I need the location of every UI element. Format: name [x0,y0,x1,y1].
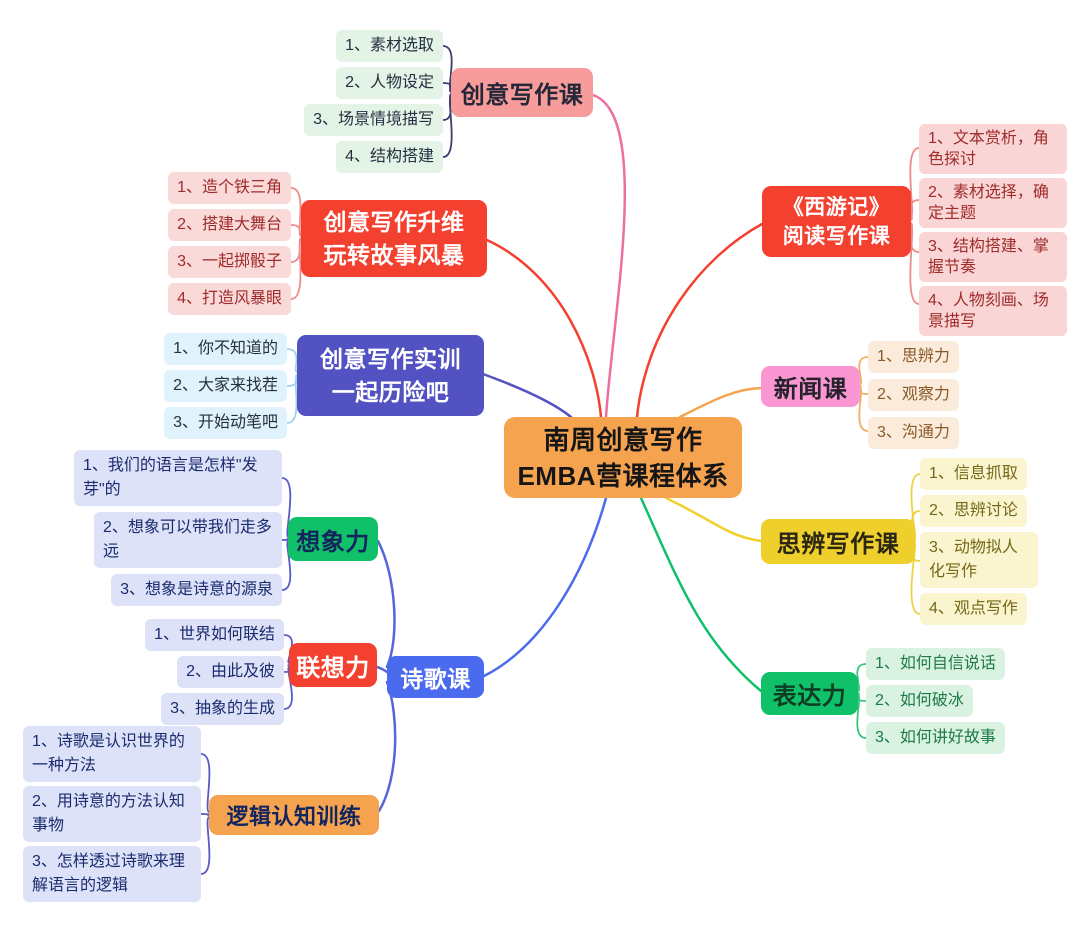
connector-center-critical [664,496,763,543]
connector-center-creative [591,93,627,419]
node-news-course[interactable]: 新闻课 [761,366,860,407]
bracket-news-3 [858,387,869,432]
journey-items: 1、文本赏析，角色探讨 2、素材选择，确定主题 3、结构搭建、掌握节奏 4、人物… [919,124,1067,336]
bracket-creative-2 [442,82,452,93]
connector-center-news [678,386,763,419]
topic-item[interactable]: 2、用诗意的方法认知事物 [23,786,201,842]
connector-poetry-association [375,665,389,674]
bracket-imagination-1 [281,477,292,538]
topic-item[interactable]: 3、动物拟人化写作 [920,532,1038,588]
expression-items: 1、如何自信说话 2、如何破冰 3、如何讲好故事 [866,648,1005,754]
node-critical-writing-course[interactable]: 思辨写作课 [761,519,915,564]
imagination-items: 1、我们的语言是怎样"发芽"的 2、想象可以带我们走多远 3、想象是诗意的源泉 [74,450,282,606]
bracket-logic-2 [200,813,210,816]
bracket-creative-4 [442,95,453,158]
connector-center-journey [635,222,764,419]
topic-item[interactable]: 2、由此及彼 [177,656,284,688]
connector-center-expression [639,496,763,693]
upgrade-items: 1、造个铁三角 2、搭建大舞台 3、一起掷骰子 4、打造风暴眼 [168,172,291,315]
node-expression[interactable]: 表达力 [761,672,858,715]
topic-item[interactable]: 1、如何自信说话 [866,648,1005,680]
node-poetry-course[interactable]: 诗歌课 [387,656,484,698]
topic-item[interactable]: 2、观察力 [868,379,959,411]
creative-writing-items: 1、素材选取 2、人物设定 3、场景情境描写 4、结构搭建 [304,30,443,173]
topic-item[interactable]: 3、一起掷骰子 [168,246,291,278]
topic-item[interactable]: 1、素材选取 [336,30,443,62]
topic-item[interactable]: 3、沟通力 [868,417,959,449]
topic-item[interactable]: 4、打造风暴眼 [168,283,291,315]
node-creative-writing-course[interactable]: 创意写作课 [451,68,593,117]
bracket-upgrade-2 [290,224,302,237]
topic-item[interactable]: 3、怎样透过诗歌来理解语言的逻辑 [23,846,201,902]
bracket-news-1 [858,356,869,385]
connector-poetry-logic [377,680,397,813]
topic-item[interactable]: 3、想象是诗意的源泉 [111,574,282,606]
topic-item[interactable]: 4、结构搭建 [336,141,443,173]
node-creative-writing-upgrade[interactable]: 创意写作升维 玩转故事风暴 [301,200,487,277]
connector-center-poetry [482,496,608,678]
bracket-critical-4 [910,543,921,615]
topic-item[interactable]: 2、素材选择，确定主题 [919,178,1067,228]
bracket-logic-1 [200,753,211,813]
node-journey-west-course[interactable]: 《西游记》 阅读写作课 [762,186,911,257]
topic-item[interactable]: 3、场景情境描写 [304,104,443,136]
topic-item[interactable]: 1、我们的语言是怎样"发芽"的 [74,450,282,506]
bracket-journey-4 [909,224,920,305]
connector-center-practice [481,372,573,419]
topic-item[interactable]: 2、如何破冰 [866,685,973,717]
topic-item[interactable]: 1、世界如何联结 [145,619,284,651]
node-association[interactable]: 联想力 [289,643,377,687]
bracket-expression-3 [856,694,867,739]
topic-item[interactable]: 1、思辨力 [868,341,959,373]
topic-item[interactable]: 2、想象可以带我们走多远 [94,512,282,568]
central-topic[interactable]: 南周创意写作 EMBA营课程体系 [504,417,742,498]
bracket-association-3 [283,666,293,710]
logic-items: 1、诗歌是认识世界的一种方法 2、用诗意的方法认知事物 3、怎样透过诗歌来理解语… [23,726,201,902]
topic-item[interactable]: 1、信息抓取 [920,458,1027,490]
bracket-critical-1 [910,473,921,539]
practice-items: 1、你不知道的 2、大家来找茬 3、开始动笔吧 [164,333,287,439]
node-creative-writing-practice[interactable]: 创意写作实训 一起历险吧 [297,335,484,416]
node-imagination[interactable]: 想象力 [288,517,378,561]
bracket-upgrade-4 [290,239,302,300]
topic-item[interactable]: 1、造个铁三角 [168,172,291,204]
topic-item[interactable]: 3、结构搭建、掌握节奏 [919,232,1067,282]
topic-item[interactable]: 3、开始动笔吧 [164,407,287,439]
news-items: 1、思辨力 2、观察力 3、沟通力 [868,341,959,449]
topic-item[interactable]: 1、诗歌是认识世界的一种方法 [23,726,201,782]
bracket-practice-3 [286,376,298,424]
topic-item[interactable]: 2、大家来找茬 [164,370,287,402]
topic-item[interactable]: 4、人物刻画、场景描写 [919,286,1067,336]
topic-item[interactable]: 4、观点写作 [920,593,1027,625]
topic-item[interactable]: 2、思辨讨论 [920,495,1027,527]
node-logic-cognition-training[interactable]: 逻辑认知训练 [209,795,379,835]
bracket-expression-1 [856,663,867,692]
topic-item[interactable]: 3、抽象的生成 [161,693,284,725]
bracket-practice-1 [286,348,298,373]
topic-item[interactable]: 1、文本赏析，角色探讨 [919,124,1067,174]
association-items: 1、世界如何联结 2、由此及彼 3、抽象的生成 [145,619,284,725]
bracket-logic-3 [200,816,211,875]
connector-center-upgrade [485,238,603,419]
bracket-imagination-3 [281,540,292,591]
critical-items: 1、信息抓取 2、思辨讨论 3、动物拟人化写作 4、观点写作 [920,458,1038,625]
connector-poetry-imagination [376,539,396,669]
topic-item[interactable]: 1、你不知道的 [164,333,287,365]
item-connectors [200,45,921,875]
topic-item[interactable]: 2、搭建大舞台 [168,209,291,241]
topic-item[interactable]: 3、如何讲好故事 [866,722,1005,754]
topic-item[interactable]: 2、人物设定 [336,67,443,99]
